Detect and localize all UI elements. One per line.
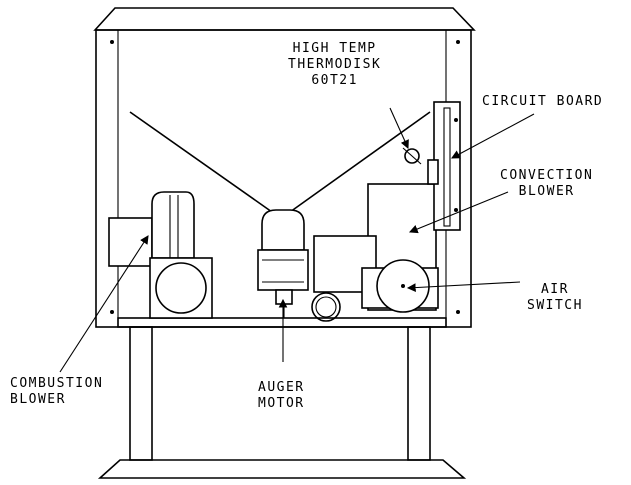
convection-blower-label: CONVECTION BLOWER xyxy=(500,168,593,200)
hopper-left-wall xyxy=(129,111,273,213)
circuit-board-label: CIRCUIT BOARD xyxy=(482,94,603,110)
auger-motor-label: AUGER MOTOR xyxy=(258,380,305,412)
top-lid xyxy=(93,7,476,31)
circuit-board xyxy=(427,101,461,231)
air-switch-line-1: AIR xyxy=(540,282,569,297)
auger-motor-assembly xyxy=(257,209,309,318)
air-switch-label: AIR SWITCH xyxy=(527,282,583,314)
combustion-blower-assembly xyxy=(108,191,213,319)
exhaust-pipe xyxy=(311,292,341,322)
combustion-blower-line-2: BLOWER xyxy=(10,392,66,407)
auger-motor-line-2: MOTOR xyxy=(258,396,305,411)
circuit-board-leader xyxy=(451,113,535,159)
high-temp-line-2: THERMODISK xyxy=(288,57,382,72)
auger-motor-line-1: AUGER xyxy=(258,380,305,395)
high-temp-line-1: HIGH TEMP xyxy=(292,41,377,56)
base-plate xyxy=(97,459,467,479)
convection-blower-assembly xyxy=(313,183,439,313)
high-temp-thermodisk-label: HIGH TEMP THERMODISK 60T21 xyxy=(288,41,381,89)
high-temp-line-3: 60T21 xyxy=(311,73,358,88)
combustion-blower-line-1: COMBUSTION xyxy=(10,376,104,391)
thermodisk xyxy=(402,147,422,165)
convection-blower-line-2: BLOWER xyxy=(518,184,575,199)
right-leg xyxy=(407,326,431,461)
air-switch-leader xyxy=(406,281,521,292)
high-temp-leader xyxy=(389,107,409,150)
hopper-right-wall xyxy=(289,111,431,213)
combustion-blower-leader xyxy=(59,235,149,373)
combustion-blower-label: COMBUSTION BLOWER xyxy=(10,376,103,408)
left-leg xyxy=(129,326,153,461)
convection-blower-line-1: CONVECTION xyxy=(500,168,594,183)
air-switch-line-2: SWITCH xyxy=(527,298,583,313)
convection-blower-leader xyxy=(408,191,509,234)
circuit-board-line-1: CIRCUIT BOARD xyxy=(482,94,604,109)
